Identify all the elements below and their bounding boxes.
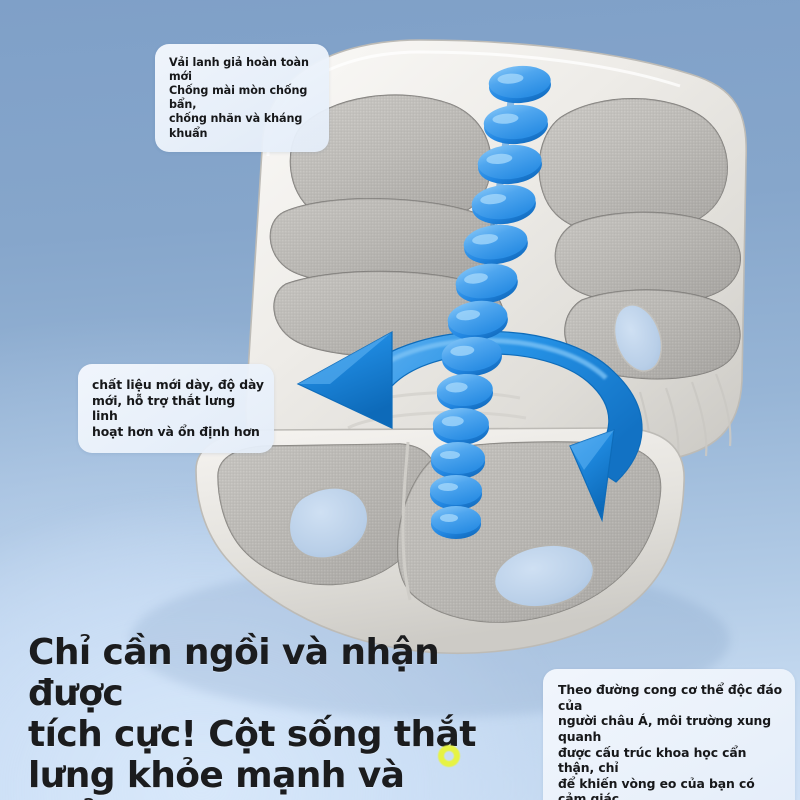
shell-vent (613, 304, 663, 372)
blue-vertebrae-spine (430, 65, 551, 539)
callout-material: chất liệu mới dày, độ dày mới, hỗ trợ th… (78, 364, 274, 453)
yellow-ring-mark (438, 745, 460, 767)
callout-fabric: Vải lanh giả hoàn toàn mới Chống mài mòn… (155, 44, 329, 152)
callout-body-curve: Theo đường cong cơ thể độc đáo của người… (543, 669, 795, 800)
seat-cutout-left (288, 487, 369, 559)
headline-text: Chỉ cần ngồi và nhận được tích cực! Cột … (28, 632, 476, 800)
blue-curved-double-arrow (296, 330, 643, 523)
seat-cutout-right (493, 544, 595, 608)
backrest-pad-right (538, 98, 741, 380)
